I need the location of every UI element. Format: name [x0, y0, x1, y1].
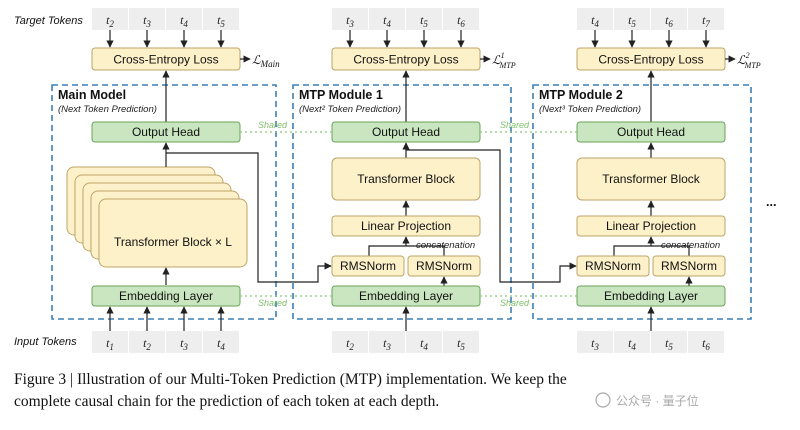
- input-token: t2: [143, 336, 151, 352]
- target-token: t4: [383, 13, 391, 29]
- main-embedding-label: Embedding Layer: [119, 289, 213, 303]
- input-token: t5: [457, 336, 465, 352]
- mtp2-target-tokens: t4 t5 t6 t7: [577, 8, 724, 48]
- target-token: t4: [591, 13, 599, 29]
- mtp1-loss-label: Cross-Entropy Loss: [353, 53, 458, 67]
- mtp1-linear-projection-label: Linear Projection: [361, 219, 451, 233]
- input-token: t5: [665, 336, 673, 352]
- mtp1-subtitle: (Next² Token Prediction): [299, 104, 401, 115]
- target-token: t5: [217, 13, 225, 29]
- mtp1-rmsnorm-right: [407, 255, 481, 277]
- continuation-ellipsis: ...: [766, 195, 776, 209]
- target-tokens-label: Target Tokens: [14, 15, 83, 27]
- mtp1-rmsnorm-left: [331, 255, 405, 277]
- main-loss-label: Cross-Entropy Loss: [113, 53, 218, 67]
- input-token: t3: [383, 336, 391, 352]
- shared-label: Shared: [500, 298, 530, 308]
- target-token: t3: [143, 13, 151, 29]
- target-token-box: [92, 8, 128, 30]
- shared-label: Shared: [258, 298, 288, 308]
- target-token-box: [129, 8, 165, 30]
- target-token: t3: [346, 13, 354, 29]
- main-output-head-label: Output Head: [132, 125, 200, 139]
- main-transformer-block: [98, 198, 248, 268]
- wechat-icon: [595, 392, 611, 408]
- mtp1-concat-label: concatenation: [416, 240, 475, 251]
- mtp1-title: MTP Module 1: [299, 88, 383, 102]
- input-token: t3: [591, 336, 599, 352]
- shared-label: Shared: [500, 120, 530, 130]
- input-token: t4: [420, 336, 428, 352]
- mtp2-loss-label: Cross-Entropy Loss: [598, 53, 703, 67]
- mtp1-rmsnorm-left-label: RMSNorm: [340, 259, 396, 273]
- hidden-state-connector: [264, 262, 332, 283]
- target-token: t2: [106, 13, 114, 29]
- main-model: Main Model (Next Token Prediction) t2 t3…: [51, 8, 280, 353]
- watermark: 公众号 · 量子位: [595, 392, 699, 408]
- mtp1-frame: [292, 84, 512, 320]
- mtp1-input-tokens: t2 t3 t4 t5: [332, 331, 479, 353]
- figure-caption-line2: complete causal chain for the prediction…: [14, 393, 439, 410]
- mtp2-embedding-label: Embedding Layer: [604, 289, 698, 303]
- input-token: t4: [628, 336, 636, 352]
- main-target-tokens: t2 t3 t4 t5: [92, 8, 239, 48]
- mtp2-rmsnorm-left-label: RMSNorm: [585, 259, 641, 273]
- mtp1-transformer-block: [331, 157, 481, 201]
- input-token: t6: [702, 336, 710, 352]
- mtp2-rmsnorm-right: [652, 255, 726, 277]
- main-model-frame: [51, 84, 277, 320]
- mtp2-subtitle: (Next³ Token Prediction): [539, 104, 641, 115]
- mtp1-rmsnorm-right-label: RMSNorm: [416, 259, 472, 273]
- target-token: t6: [457, 13, 465, 29]
- mtp1-embedding-label: Embedding Layer: [359, 289, 453, 303]
- input-tokens-label: Input Tokens: [14, 336, 77, 348]
- shared-label: Shared: [258, 120, 288, 130]
- mtp2-linear-projection-label: Linear Projection: [606, 219, 696, 233]
- mtp2-concat-label: concatenation: [661, 240, 720, 251]
- main-transformer-label: Transformer Block × L: [114, 235, 232, 249]
- mtp1-transformer-label: Transformer Block: [357, 172, 456, 186]
- main-input-tokens: t1 t2 t3 t4: [92, 306, 239, 353]
- target-token: t4: [180, 13, 188, 29]
- mtp2-output-head-label: Output Head: [617, 125, 685, 139]
- watermark-text: 公众号 · 量子位: [616, 393, 699, 408]
- mtp2-rmsnorm-left: [576, 255, 650, 277]
- figure-caption-line1: Figure 3 | Illustration of our Multi-Tok…: [14, 371, 567, 388]
- target-token-box: [166, 8, 202, 30]
- mtp-module-1: MTP Module 1 (Next² Token Prediction) t3…: [292, 8, 516, 353]
- main-model-title: Main Model: [58, 88, 126, 102]
- target-token: t5: [628, 13, 636, 29]
- mtp1-target-tokens: t3 t4 t5 t6: [332, 8, 479, 48]
- input-token: t3: [180, 336, 188, 352]
- target-token: t6: [665, 13, 673, 29]
- main-model-subtitle: (Next Token Prediction): [58, 104, 157, 115]
- mtp2-rmsnorm-right-label: RMSNorm: [661, 259, 717, 273]
- mtp2-transformer-label: Transformer Block: [602, 172, 701, 186]
- hidden-state-connector: [406, 149, 577, 283]
- mtp1-linear-projection: [331, 215, 481, 237]
- input-token: t2: [346, 336, 354, 352]
- target-token-box: [203, 8, 239, 30]
- mtp2-frame: [532, 84, 752, 320]
- hidden-state-connector: [166, 152, 264, 283]
- main-transformer-stack: Transformer Block × L: [66, 166, 248, 268]
- mtp2-title: MTP Module 2: [539, 88, 623, 102]
- target-token: t7: [702, 13, 710, 29]
- input-token: t1: [106, 336, 114, 352]
- mtp2-linear-projection: [576, 215, 726, 237]
- mtp-module-2: MTP Module 2 (Next³ Token Prediction) t4…: [532, 8, 761, 353]
- mtp1-output-head-label: Output Head: [372, 125, 440, 139]
- target-token: t5: [420, 13, 428, 29]
- main-loss-symbol: ℒMain: [252, 53, 280, 69]
- mtp2-input-tokens: t3 t4 t5 t6: [577, 331, 724, 353]
- input-token: t4: [217, 336, 225, 352]
- mtp2-transformer-block: [576, 157, 726, 201]
